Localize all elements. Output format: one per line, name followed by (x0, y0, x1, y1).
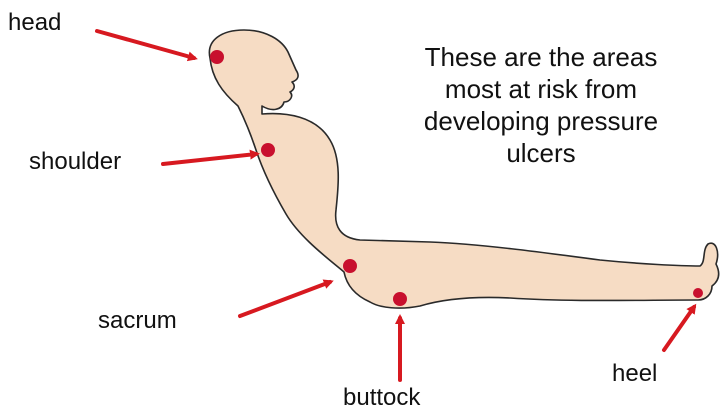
caption-line-3: developing pressure (381, 105, 701, 137)
caption-line-1: These are the areas (381, 41, 701, 73)
head-label: head (8, 11, 61, 35)
shoulder-arrow (163, 154, 256, 164)
shoulder-marker (261, 143, 275, 157)
caption-line-2: most at risk from (381, 73, 701, 105)
heel-label: heel (612, 362, 657, 386)
caption-line-4: ulcers (381, 137, 701, 169)
buttock-marker (393, 292, 407, 306)
heel-marker (693, 288, 703, 298)
buttock-label: buttock (343, 386, 420, 410)
sacrum-marker (343, 259, 357, 273)
shoulder-label: shoulder (29, 150, 121, 174)
sacrum-label: sacrum (98, 309, 177, 333)
heel-arrow (664, 307, 694, 350)
head-arrow (97, 31, 194, 58)
risk-caption: These are the areas most at risk from de… (381, 41, 701, 169)
sacrum-arrow (240, 282, 330, 316)
head-marker (210, 50, 224, 64)
